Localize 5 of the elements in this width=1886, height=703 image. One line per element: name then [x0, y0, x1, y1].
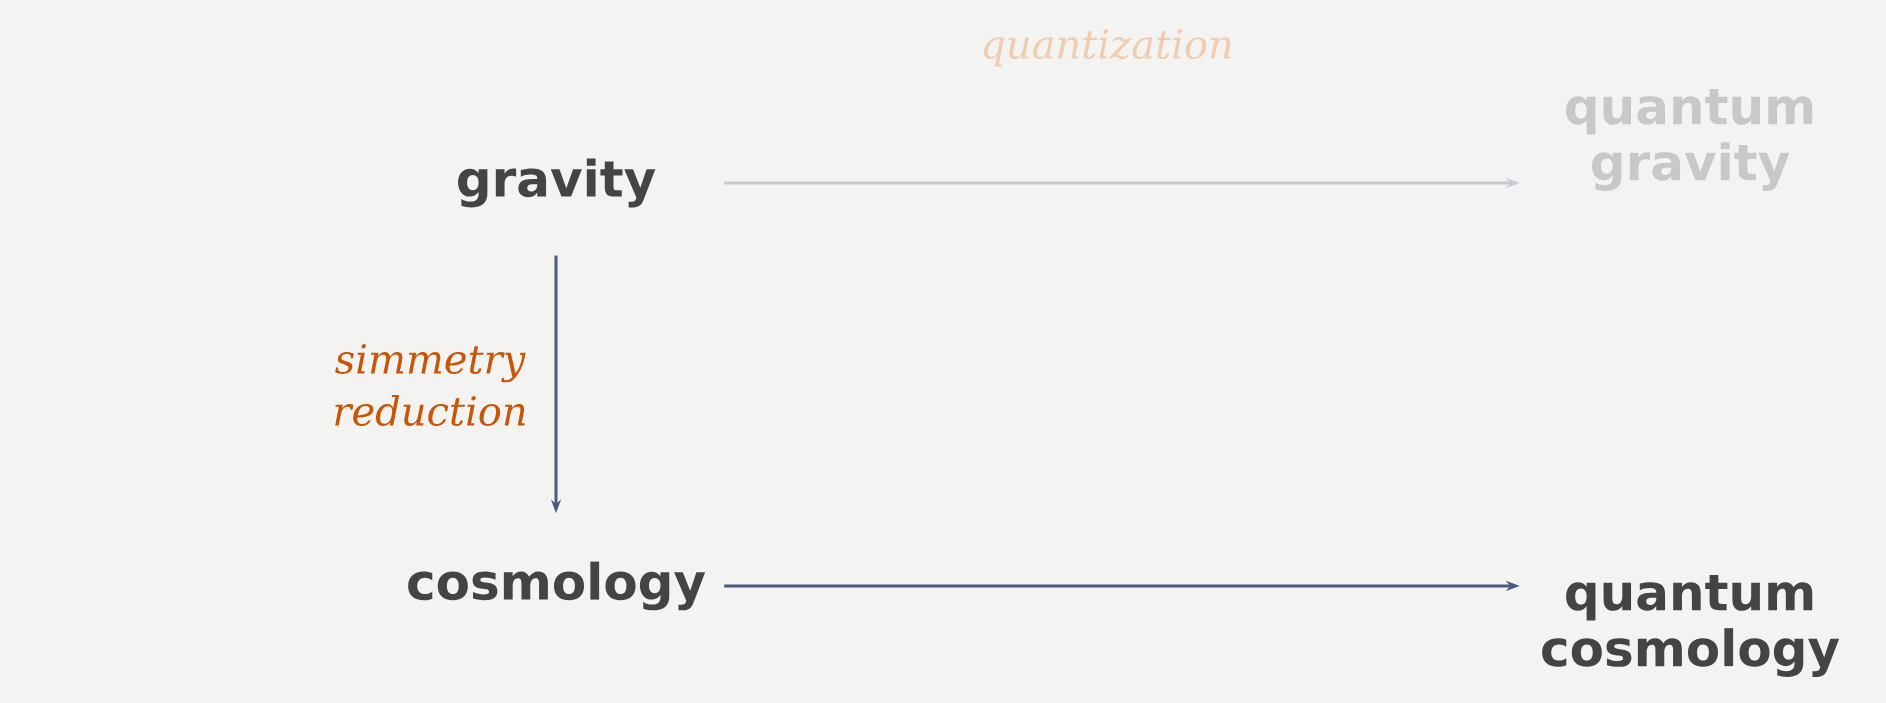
edge-label: simmetry reduction: [335, 344, 526, 426]
edge-label: quantization: [983, 29, 1231, 67]
term-label: cosmology: [408, 561, 706, 611]
term-label: gravity: [458, 158, 656, 208]
term-label: quantum cosmology: [1542, 575, 1840, 677]
